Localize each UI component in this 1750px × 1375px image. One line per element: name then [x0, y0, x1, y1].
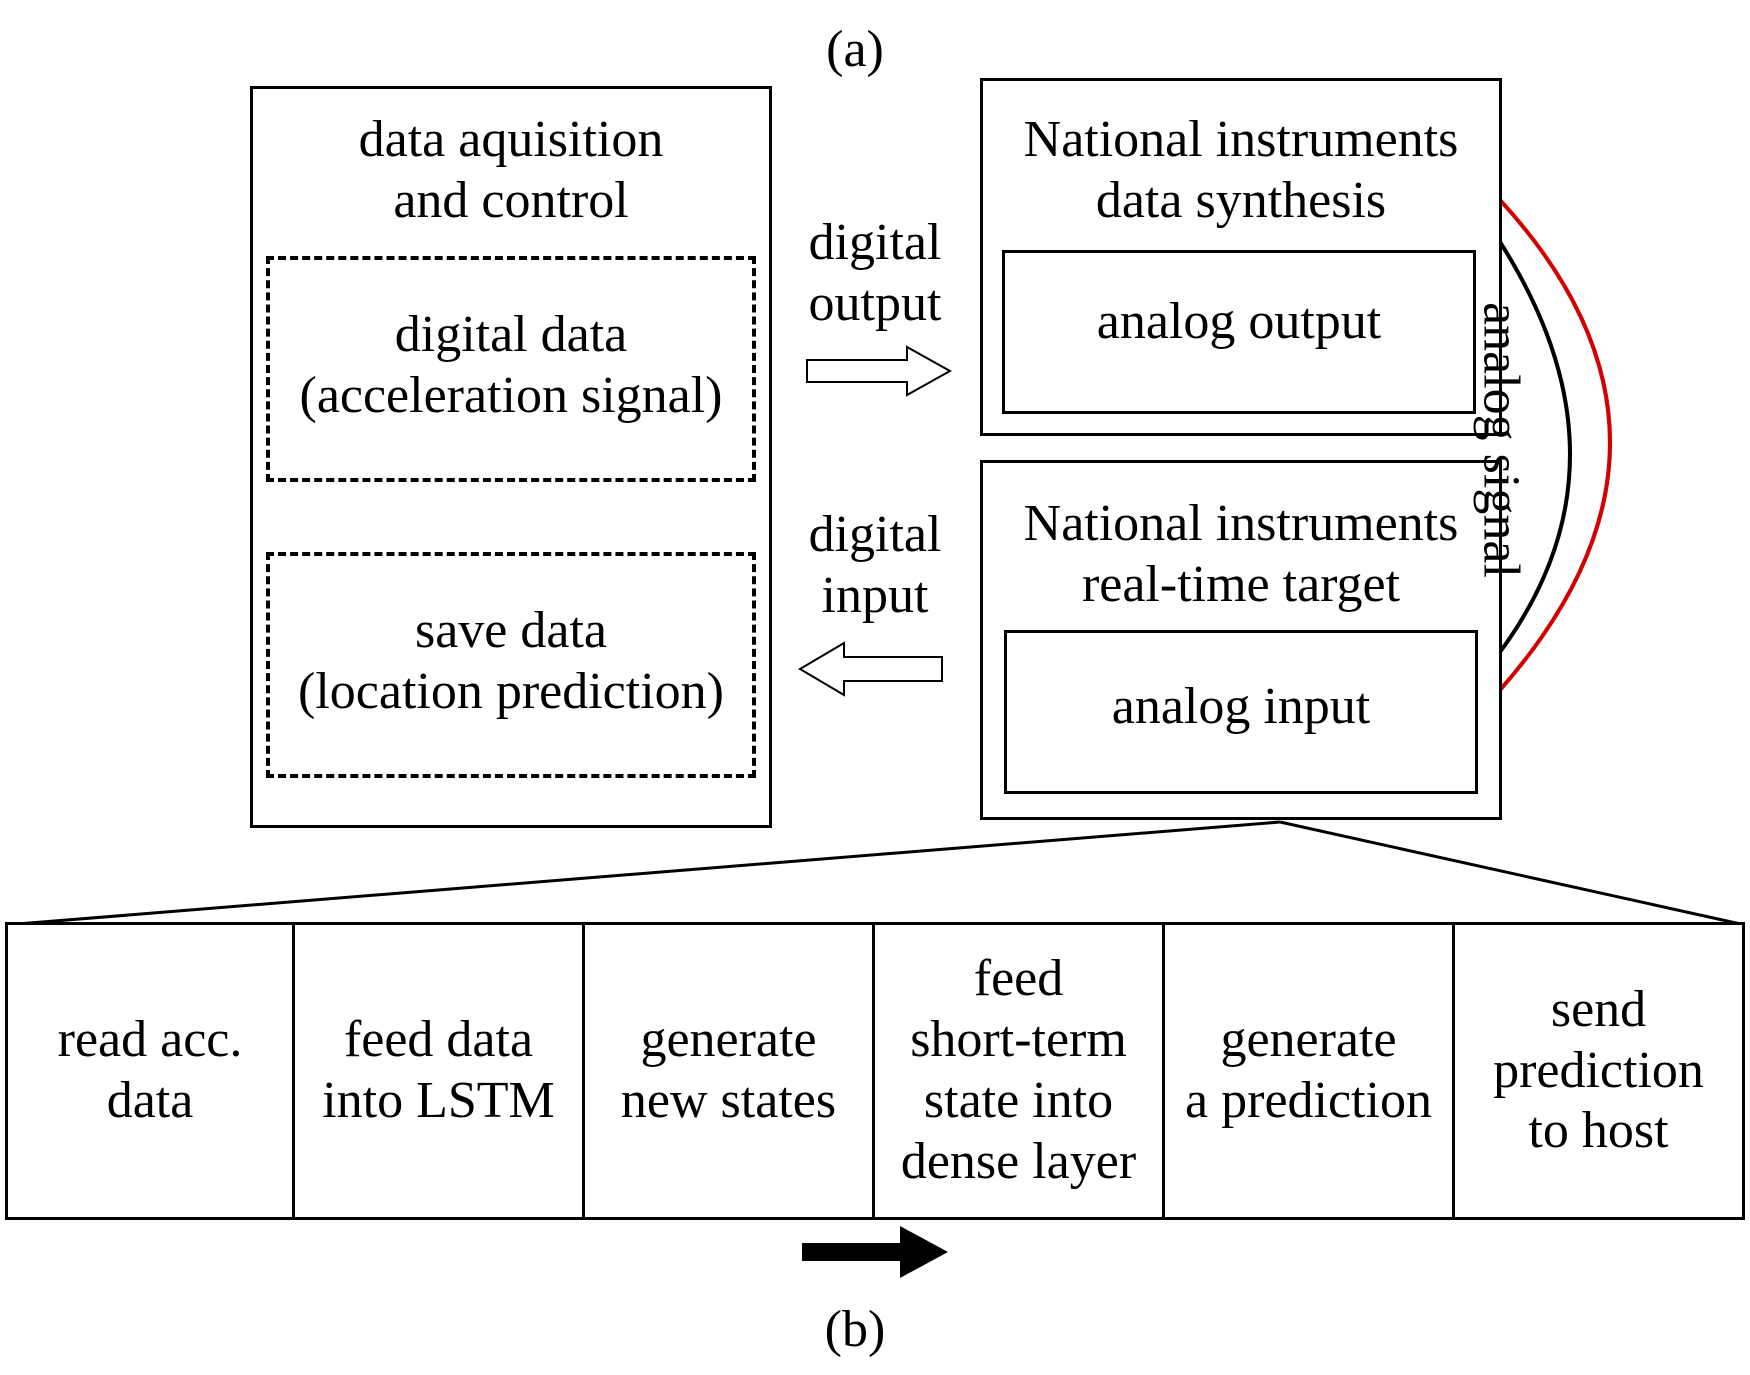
pipeline-step-2: feed data into LSTM — [295, 925, 585, 1217]
host-title: data aquisition and control — [358, 111, 664, 229]
panel-label-b: (b) — [824, 1301, 886, 1358]
ni-realtime-title: National instruments real-time target — [1023, 495, 1459, 613]
digital-data-box — [266, 256, 756, 482]
analog-input-label: analog input — [1111, 678, 1371, 735]
pipeline-step-3: generate new states — [585, 925, 875, 1217]
analog-wire-red — [1498, 198, 1612, 692]
zoom-line-left — [4, 820, 1281, 927]
analog-input-box — [1004, 630, 1478, 794]
ni-synthesis-title: National instruments data synthesis — [1023, 111, 1459, 229]
pipeline-step-4: feed short-term state into dense layer — [875, 925, 1165, 1217]
pipeline-box — [5, 922, 1745, 1220]
analog-output-label: analog output — [1096, 293, 1382, 350]
analog-signal-label: analog signal — [1472, 302, 1530, 578]
digital-output-arrow — [806, 345, 953, 397]
zoom-line-right — [1279, 820, 1746, 927]
analog-wire-black — [1498, 240, 1572, 654]
panel-label-a: (a) — [826, 21, 884, 78]
save-data-box — [266, 552, 756, 778]
save-data-label: save data (location prediction) — [298, 602, 724, 720]
host-box — [250, 86, 772, 828]
pipeline-step-5: generate a prediction — [1165, 925, 1455, 1217]
pipeline-step-6: send prediction to host — [1493, 980, 1704, 1160]
digital-input-arrow — [798, 641, 943, 697]
digital-data-label: digital data (acceleration signal) — [299, 306, 723, 424]
digital-output-label: digital output — [808, 214, 942, 332]
analog-output-box — [1002, 250, 1476, 414]
digital-input-label: digital input — [808, 506, 942, 624]
pipeline-step-1: read acc. data — [8, 925, 295, 1217]
flow-direction-arrow — [802, 1226, 948, 1278]
